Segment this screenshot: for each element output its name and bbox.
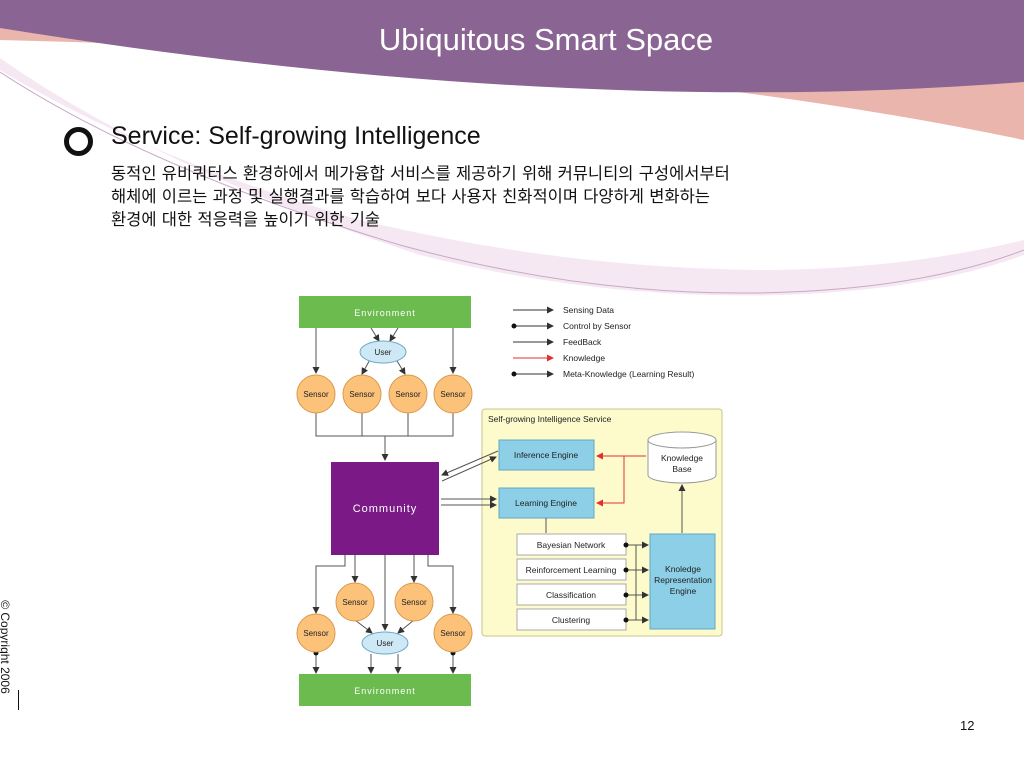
legend-sensing-data: Sensing Data bbox=[563, 305, 614, 315]
sensor-node bbox=[342, 374, 382, 414]
learning-engine-box bbox=[498, 487, 595, 519]
service-panel-title: Self-growing Intelligence Service bbox=[488, 414, 612, 424]
environment-top-box bbox=[299, 296, 471, 328]
community-label: Community bbox=[353, 503, 418, 515]
sensor-node bbox=[335, 582, 375, 622]
kre-label-3: Engine bbox=[670, 586, 697, 596]
slide-title: Ubiquitous Smart Space bbox=[378, 22, 714, 57]
sensor-label: Sensor bbox=[303, 390, 329, 399]
legend-meta-knowledge: Meta-Knowledge (Learning Result) bbox=[563, 369, 695, 379]
sensor-label: Sensor bbox=[440, 390, 466, 399]
sensor-node bbox=[433, 374, 473, 414]
community-box bbox=[331, 462, 439, 555]
legend-feedback: FeedBack bbox=[563, 337, 602, 347]
user-top-node bbox=[359, 340, 407, 364]
kre-label-1: Knoledge bbox=[665, 564, 701, 574]
knowledge-representation-engine-box bbox=[649, 533, 716, 630]
knowledge-base-cylinder bbox=[647, 440, 717, 484]
page-number: 12 bbox=[960, 718, 975, 733]
legend-control-by-sensor: Control by Sensor bbox=[563, 321, 631, 331]
sensor-label: Sensor bbox=[349, 390, 375, 399]
algorithm-label: Clustering bbox=[552, 615, 591, 625]
description: 동적인 유비쿼터스 환경하에서 메가융합 서비스를 제공하기 위해 커뮤니티의 … bbox=[111, 162, 931, 231]
sensor-node bbox=[296, 613, 336, 653]
algorithm-label: Classification bbox=[546, 590, 596, 600]
description-line: 해체에 이르는 과정 및 실행결과를 학습하여 보다 사용자 친화적이며 다양하… bbox=[111, 187, 710, 206]
sensor-node bbox=[433, 613, 473, 653]
user-bottom-node bbox=[361, 631, 409, 655]
kre-label-2: Representation bbox=[654, 575, 712, 585]
slide-heading: Service: Self-growing Intelligence bbox=[111, 122, 481, 150]
inference-engine-box bbox=[498, 439, 595, 471]
environment-top-label: Environment bbox=[354, 308, 416, 318]
inference-engine-label: Inference Engine bbox=[514, 450, 579, 460]
sensor-label: Sensor bbox=[440, 629, 466, 638]
copyright-divider bbox=[18, 690, 19, 710]
bullet-circle-icon bbox=[64, 127, 93, 156]
user-top-label: User bbox=[375, 348, 392, 357]
lower-swoosh-line bbox=[0, 71, 1024, 294]
description-line: 동적인 유비쿼터스 환경하에서 메가융합 서비스를 제공하기 위해 커뮤니티의 … bbox=[111, 164, 730, 183]
description-line: 환경에 대한 적응력을 높이기 위한 기술 bbox=[111, 210, 381, 229]
user-bottom-label: User bbox=[377, 639, 394, 648]
environment-bottom-box bbox=[299, 674, 471, 706]
copyright-notice: © Copyright 2006 bbox=[0, 600, 12, 694]
sensor-label: Sensor bbox=[342, 598, 368, 607]
sensor-node bbox=[388, 374, 428, 414]
algorithm-label: Reinforcement Learning bbox=[526, 565, 617, 575]
sensor-label: Sensor bbox=[303, 629, 329, 638]
knowledge-base-label-1: Knowledge bbox=[661, 453, 703, 463]
learning-engine-label: Learning Engine bbox=[515, 498, 577, 508]
sensor-label: Sensor bbox=[401, 598, 427, 607]
algorithm-label: Bayesian Network bbox=[537, 540, 606, 550]
sensor-node bbox=[394, 582, 434, 622]
lower-swoosh bbox=[0, 58, 1024, 296]
legend-knowledge: Knowledge bbox=[563, 353, 605, 363]
header-purple-band bbox=[0, 0, 1024, 93]
sensor-node bbox=[296, 374, 336, 414]
environment-bottom-label: Environment bbox=[354, 686, 416, 696]
knowledge-base-label-2: Base bbox=[672, 464, 692, 474]
sensor-label: Sensor bbox=[395, 390, 421, 399]
